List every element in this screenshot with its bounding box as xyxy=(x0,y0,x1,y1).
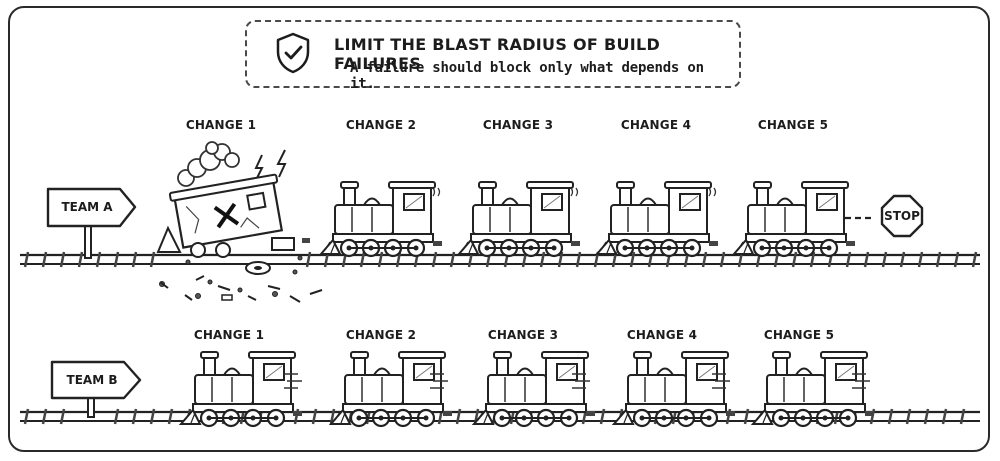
stop-sign xyxy=(880,194,924,238)
team-b-train-1 xyxy=(179,350,304,428)
team-b-train-3 xyxy=(472,350,597,428)
team-b-change-1-label: CHANGE 1 xyxy=(193,328,265,342)
team-a-change-1-label: CHANGE 1 xyxy=(185,118,257,132)
team-b-train-5 xyxy=(751,350,876,428)
team-b-change-4-label: CHANGE 4 xyxy=(626,328,698,342)
team-a-change-4-label: CHANGE 4 xyxy=(620,118,692,132)
team-a-sign xyxy=(46,187,137,259)
team-a-change-5-label: CHANGE 5 xyxy=(757,118,829,132)
team-a-sign-label: TEAM A xyxy=(61,200,113,214)
team-b-train-2 xyxy=(329,350,454,428)
team-a-change-3-label: CHANGE 3 xyxy=(482,118,554,132)
team-b-change-2-label: CHANGE 2 xyxy=(345,328,417,342)
team-b-sign-label: TEAM B xyxy=(66,373,118,387)
team-a-train-4 xyxy=(595,180,720,258)
page-subtitle: A failure should block only what depends… xyxy=(350,60,704,92)
team-a-train-2 xyxy=(319,180,444,258)
team-a-crashed-train xyxy=(156,141,323,303)
team-b-change-5-label: CHANGE 5 xyxy=(763,328,835,342)
team-a-train-5 xyxy=(732,180,857,258)
team-a-change-2-label: CHANGE 2 xyxy=(345,118,417,132)
title-box xyxy=(245,20,741,88)
stop-sign-label: STOP xyxy=(884,209,920,223)
outer-frame xyxy=(8,6,990,452)
page-title: LIMIT THE BLAST RADIUS OF BUILD FAILURES xyxy=(334,35,661,73)
team-b-sign xyxy=(50,360,142,418)
team-b-change-3-label: CHANGE 3 xyxy=(487,328,559,342)
team-a-train-3 xyxy=(457,180,582,258)
team-a-track xyxy=(20,251,980,268)
shield-check-icon xyxy=(276,32,310,74)
